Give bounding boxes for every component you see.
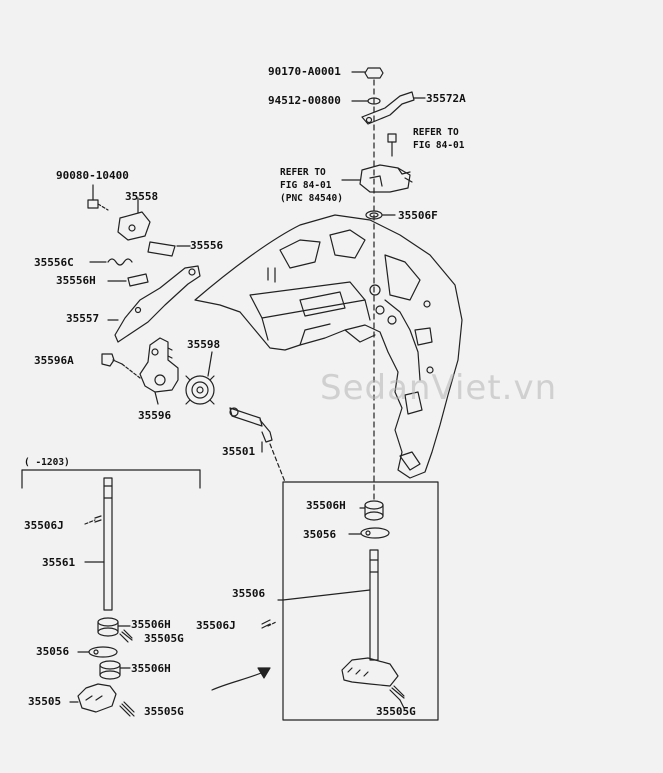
- label-35505: 35505: [28, 695, 62, 708]
- label-35572a: 35572A: [426, 92, 466, 105]
- label-35561: 35561: [42, 556, 76, 569]
- refer-to-left: REFER TO: [280, 167, 326, 178]
- label-35598: 35598: [187, 338, 221, 351]
- label-35506j-right: 35506J: [196, 619, 236, 632]
- refer-pnc-left: (PNC 84540): [280, 193, 343, 204]
- refer-fig-right: FIG 84-01: [413, 140, 465, 151]
- label-35596a: 35596A: [34, 354, 74, 367]
- label-35558: 35558: [125, 190, 159, 203]
- date-range: ( -1203): [24, 457, 70, 468]
- label-90080-10400: 90080-10400: [56, 169, 129, 182]
- left-shaft-assembly: [69, 477, 271, 717]
- label-35506h-left-2: 35506H: [131, 662, 171, 675]
- label-35505g-left-2: 35505G: [144, 705, 184, 718]
- left-parts: [87, 184, 286, 483]
- label-35556: 35556: [190, 239, 224, 252]
- label-35556c: 35556C: [34, 256, 74, 269]
- right-shaft-assembly: [261, 500, 405, 709]
- label-35557: 35557: [66, 312, 100, 325]
- refer-to-right: REFER TO: [413, 127, 459, 138]
- left-bracket: [21, 469, 201, 489]
- label-35506h-right: 35506H: [306, 499, 346, 512]
- right-box: [282, 481, 439, 721]
- label-35506j-left: 35506J: [24, 519, 64, 532]
- top-parts: [341, 67, 426, 220]
- label-35506f: 35506F: [398, 209, 438, 222]
- label-35556h: 35556H: [56, 274, 96, 287]
- label-35056-right: 35056: [303, 528, 337, 541]
- label-35056-left: 35056: [36, 645, 70, 658]
- label-35501: 35501: [222, 445, 256, 458]
- refer-fig-left: FIG 84-01: [280, 180, 332, 191]
- label-35506: 35506: [232, 587, 266, 600]
- label-35505g-left-1: 35505G: [144, 632, 184, 645]
- transmission-case: [194, 214, 463, 479]
- label-35596: 35596: [138, 409, 172, 422]
- label-35506h-left-1: 35506H: [131, 618, 171, 631]
- label-90170-a0001: 90170-A0001: [268, 65, 341, 78]
- watermark: SedanViet.vn: [320, 368, 558, 408]
- label-35505g-right: 35505G: [376, 705, 416, 718]
- label-94512-00800: 94512-00800: [268, 94, 341, 107]
